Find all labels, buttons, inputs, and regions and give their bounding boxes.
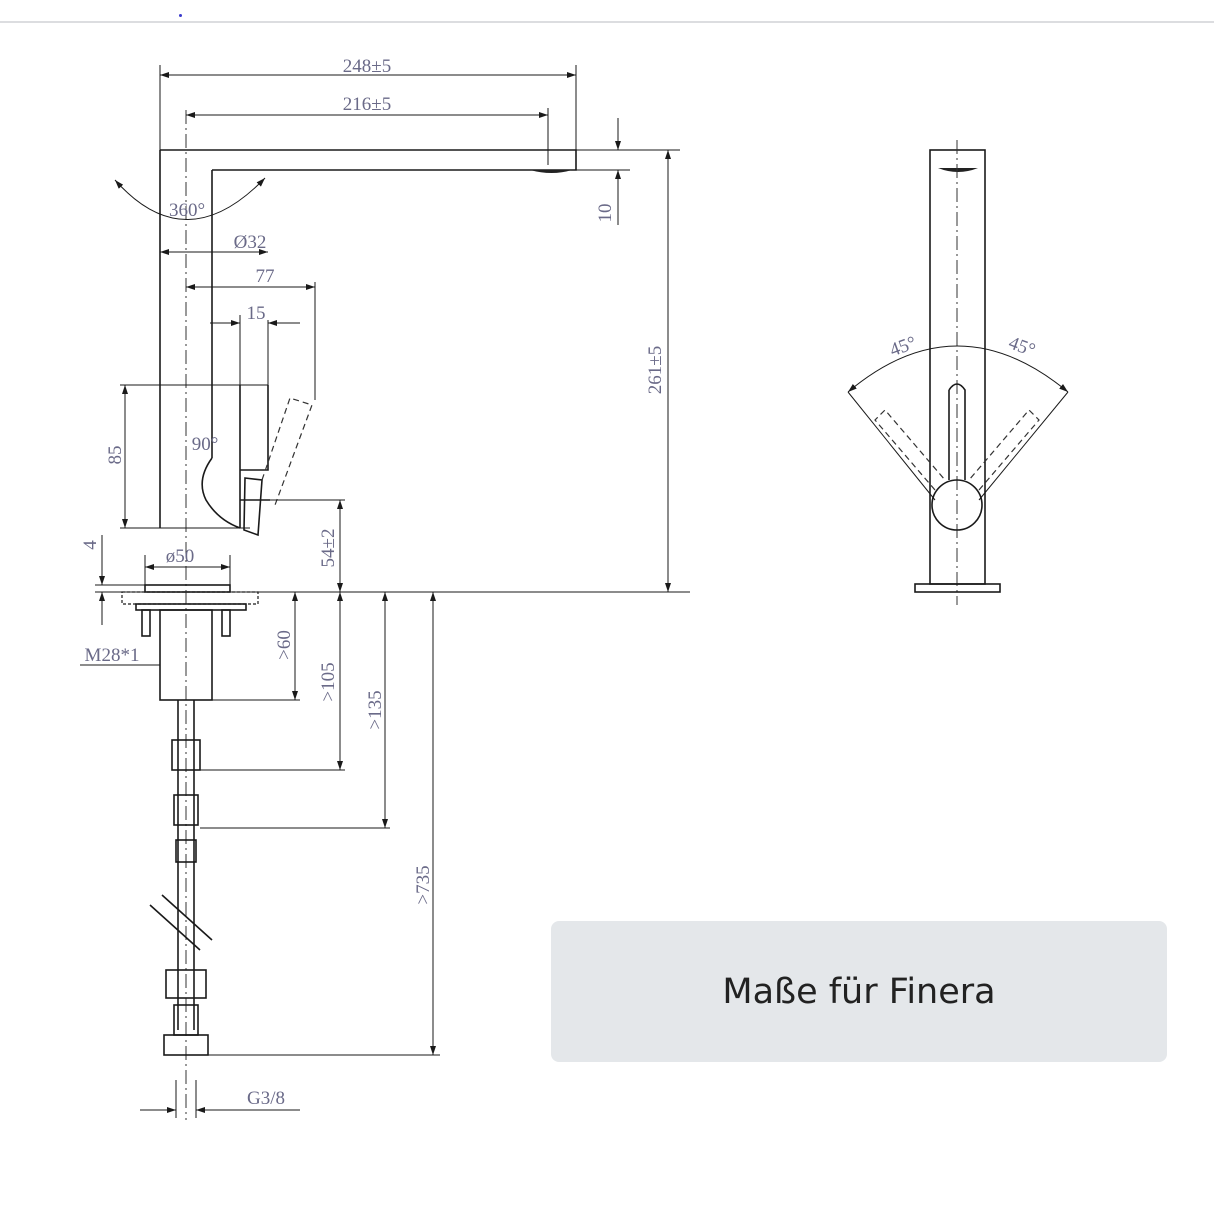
dim-60: >60 <box>274 630 295 660</box>
dim-105: >105 <box>318 662 339 701</box>
front-view <box>847 140 1069 605</box>
dim-g38: G3/8 <box>247 1088 285 1109</box>
caption-box: Maße für Finera <box>551 921 1167 1062</box>
marker-dot <box>179 14 182 17</box>
dim-248: 248±5 <box>343 56 391 77</box>
dim-10: 10 <box>595 204 616 223</box>
dim-32: Ø32 <box>234 232 267 253</box>
caption-text: Maße für Finera <box>722 971 996 1012</box>
dim-45-left: 45° <box>887 332 919 361</box>
dim-261: 261±5 <box>645 346 666 394</box>
dim-77: 77 <box>256 266 275 287</box>
dim-360: 360° <box>169 200 205 221</box>
dim-54: 54±2 <box>318 529 339 568</box>
dimension-lines <box>80 65 690 1118</box>
dim-4: 4 <box>80 540 101 550</box>
dim-135: >135 <box>365 690 386 729</box>
dim-90: 90° <box>192 434 219 455</box>
dim-85: 85 <box>105 446 126 465</box>
dim-735: >735 <box>413 865 434 904</box>
dim-m28: M28*1 <box>85 645 140 666</box>
dim-15: 15 <box>247 303 266 324</box>
dim-50: ø50 <box>166 546 195 567</box>
side-view <box>114 110 577 1120</box>
dim-216: 216±5 <box>343 94 391 115</box>
top-divider <box>0 21 1214 23</box>
